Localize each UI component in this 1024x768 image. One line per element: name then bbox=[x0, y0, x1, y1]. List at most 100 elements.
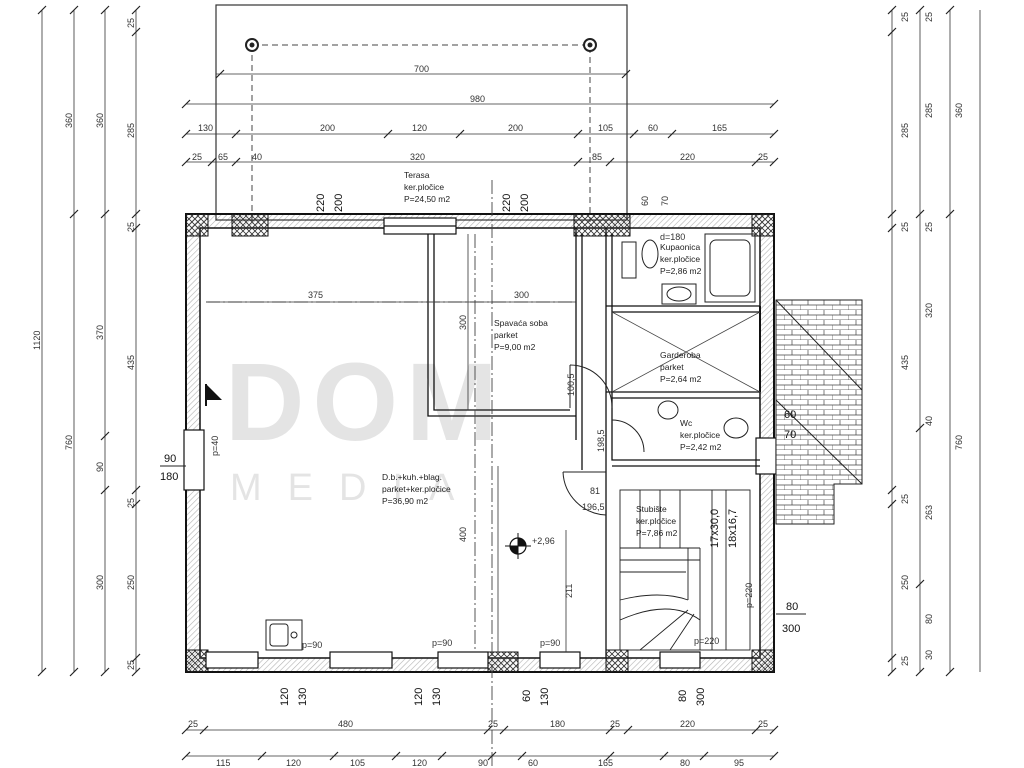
room-terasa-floor: ker.pločice bbox=[404, 182, 444, 192]
room-stubiste-area: P=7,86 m2 bbox=[636, 528, 678, 538]
room-kupaonica-area: P=2,86 m2 bbox=[660, 266, 702, 276]
bwin3-a: 60 bbox=[521, 690, 533, 702]
room-kupaonica-name: Kupaonica bbox=[660, 242, 700, 252]
bwin2-b: 130 bbox=[431, 688, 443, 706]
left-dimensions: 1120 360 760 360 370 90 300 25 285 25 43… bbox=[32, 18, 136, 670]
room-garderoba-name: Garderoba bbox=[660, 350, 701, 360]
dim-top-r2-2: 40 bbox=[252, 152, 262, 162]
dim-left-in-2: 25 bbox=[126, 222, 136, 232]
right-win1-a: 60 bbox=[784, 409, 796, 421]
dim-door-4: 196,5 bbox=[582, 502, 605, 512]
windows bbox=[183, 217, 777, 669]
dim-top-r1-3: 200 bbox=[508, 123, 523, 133]
room-terasa-name: Terasa bbox=[404, 170, 430, 180]
dim-bot-r2-2: 105 bbox=[350, 758, 365, 768]
win3-b: 70 bbox=[660, 196, 670, 206]
dimension-ticks bbox=[37, 5, 955, 761]
bwin3-b: 130 bbox=[539, 688, 551, 706]
dim-top-r1-4: 105 bbox=[598, 123, 613, 133]
sill-6: p=220 bbox=[744, 583, 754, 608]
room-dnevni-area: P=36,90 m2 bbox=[382, 496, 428, 506]
dim-bot-r2-4: 90 bbox=[478, 758, 488, 768]
bwin4-b: 300 bbox=[695, 688, 707, 706]
win3-a: 60 bbox=[640, 196, 650, 206]
bwin1-b: 130 bbox=[297, 688, 309, 706]
room-terasa-area: P=24,50 m2 bbox=[404, 194, 450, 204]
dim-left-inner-0: 360 bbox=[95, 113, 105, 128]
right-win2-a: 80 bbox=[786, 601, 798, 613]
dim-bot-r1-0: 25 bbox=[188, 719, 198, 729]
dim-bedroom-height: 300 bbox=[458, 315, 468, 330]
dim-top-r2-3: 320 bbox=[410, 152, 425, 162]
dim-kupaonica-door: d=180 bbox=[660, 232, 685, 242]
dim-top-r1-5: 60 bbox=[648, 123, 658, 133]
dim-top-r1-2: 120 bbox=[412, 123, 427, 133]
dim-left-in-4: 25 bbox=[126, 498, 136, 508]
room-spavaca-floor: parket bbox=[494, 330, 518, 340]
top-dimensions: 700 980 130 200 120 200 105 60 165 25 65… bbox=[192, 64, 768, 162]
garderoba-storage bbox=[611, 311, 761, 393]
dim-right-in-4: 25 bbox=[900, 494, 910, 504]
dim-right-outer-0: 360 bbox=[954, 103, 964, 118]
dimension-lines bbox=[41, 10, 981, 757]
bwin4-a: 80 bbox=[677, 690, 689, 702]
dim-bot-r1-5: 220 bbox=[680, 719, 695, 729]
left-win-b: 180 bbox=[160, 471, 178, 483]
room-garderoba-floor: parket bbox=[660, 362, 684, 372]
dim-bot-r2-8: 95 bbox=[734, 758, 744, 768]
dim-bot-r1-1: 480 bbox=[338, 719, 353, 729]
dim-right-in-0: 25 bbox=[900, 12, 910, 22]
level-label: +2,96 bbox=[532, 536, 555, 546]
watermark-main: DOM bbox=[225, 341, 506, 464]
dim-right-in-5: 250 bbox=[900, 575, 910, 590]
dim-stair-steps-1: 17x30,0 bbox=[709, 509, 721, 548]
dim-bot-r1-3: 180 bbox=[550, 719, 565, 729]
dim-door-3: 198,5 bbox=[596, 429, 606, 452]
external-stair bbox=[775, 299, 863, 525]
sill-4: p=90 bbox=[540, 638, 560, 648]
dim-right-in-6: 25 bbox=[900, 656, 910, 666]
dim-left-inner-2: 90 bbox=[95, 462, 105, 472]
dim-right-in-2: 25 bbox=[900, 222, 910, 232]
dim-left-in-6: 25 bbox=[126, 660, 136, 670]
dim-bot-r2-7: 80 bbox=[680, 758, 690, 768]
opening-dimensions: 220 200 220 200 60 70 90 180 60 70 80 30… bbox=[160, 194, 806, 706]
room-dnevni-name: D.b.+kuh.+blag. bbox=[382, 472, 442, 482]
level-marker: +2,96 bbox=[505, 533, 555, 559]
dim-terrace-width: 700 bbox=[414, 64, 429, 74]
dim-bot-r2-0: 115 bbox=[216, 758, 230, 768]
room-wc-area: P=2,42 m2 bbox=[680, 442, 722, 452]
dim-bot-r2-5: 60 bbox=[528, 758, 538, 768]
dim-stair-steps-2: 18x16,7 bbox=[727, 509, 739, 548]
bath-fixtures bbox=[265, 233, 756, 651]
dim-top-r2-4: 85 bbox=[592, 152, 602, 162]
dim-top-r1-0: 130 bbox=[198, 123, 213, 133]
dim-right-mid-2: 285 bbox=[924, 103, 934, 118]
dim-living-height: 400 bbox=[458, 527, 468, 542]
dim-right-mid-0: 25 bbox=[924, 12, 934, 22]
sill-5: p=220 bbox=[694, 636, 719, 646]
dim-bot-r1-4: 25 bbox=[610, 719, 620, 729]
inner-dimensions: 375 300 300 400 100,5 81 198,5 196,5 211… bbox=[210, 232, 754, 650]
dim-left-in-5: 250 bbox=[126, 575, 136, 590]
dim-living-width: 375 bbox=[308, 290, 323, 300]
sill-1: p=40 bbox=[210, 436, 220, 456]
sill-3: p=90 bbox=[432, 638, 452, 648]
left-win-a: 90 bbox=[164, 453, 176, 465]
bwin1-a: 120 bbox=[279, 688, 291, 706]
room-stubiste-floor: ker.pločice bbox=[636, 516, 676, 526]
win1-b: 200 bbox=[333, 194, 345, 212]
dim-right-mid-8: 30 bbox=[924, 650, 934, 660]
dim-bot-r2-3: 120 bbox=[412, 758, 427, 768]
dim-top-r1-6: 165 bbox=[712, 123, 727, 133]
room-wc-name: Wc bbox=[680, 418, 693, 428]
dim-right-in-3: 435 bbox=[900, 355, 910, 370]
door-swings bbox=[562, 364, 645, 516]
sill-2: p=90 bbox=[302, 640, 322, 650]
section-marker bbox=[205, 384, 222, 406]
dim-stair-run: 211 bbox=[564, 584, 574, 598]
dim-left-outer: 1120 bbox=[32, 331, 42, 350]
dim-top-r1-1: 200 bbox=[320, 123, 335, 133]
dim-bot-r1-6: 25 bbox=[758, 719, 768, 729]
room-spavaca-area: P=9,00 m2 bbox=[494, 342, 536, 352]
